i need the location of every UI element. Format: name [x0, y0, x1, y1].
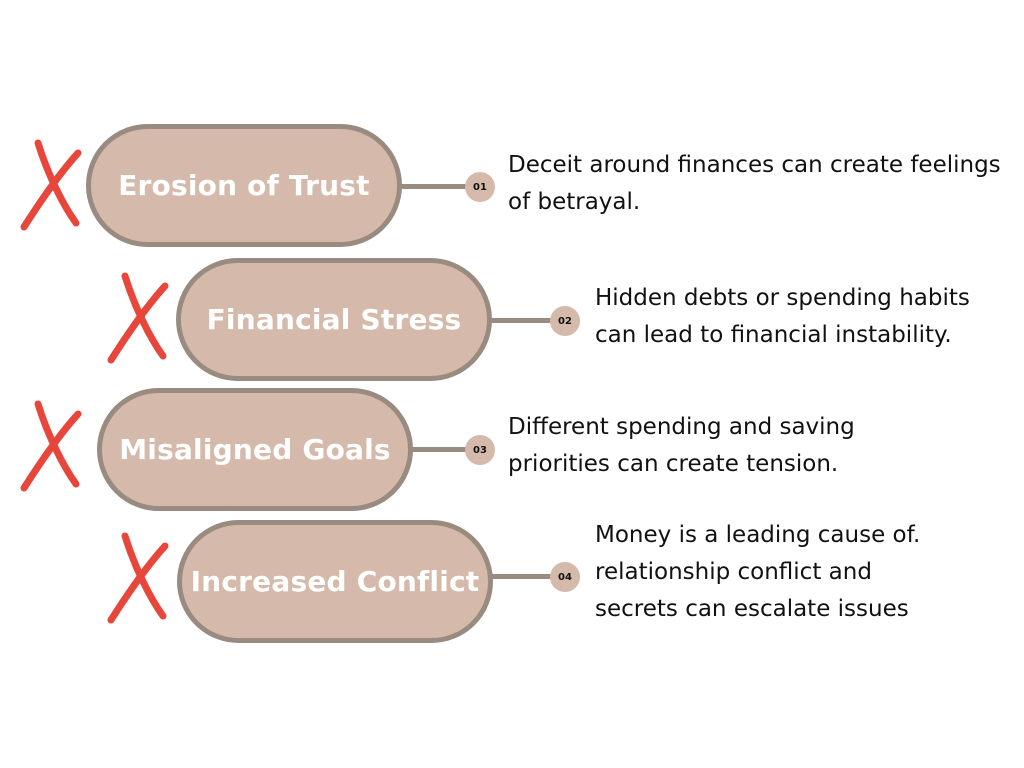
description-line: Different spending and saving	[508, 414, 855, 440]
connector-line	[489, 318, 553, 323]
connector-line	[489, 574, 553, 579]
number-badge: 03	[465, 435, 495, 465]
description: Deceit around finances can create feelin…	[508, 147, 1001, 221]
description-line: secrets can escalate issues	[595, 596, 909, 622]
number-badge: 04	[550, 562, 580, 592]
description-line: can lead to financial instability.	[595, 322, 952, 348]
badge-number: 04	[558, 571, 572, 583]
description-line: Money is a leading cause of.	[595, 522, 921, 548]
description-line: relationship conflict and	[595, 559, 872, 585]
x-mark-icon	[20, 139, 82, 231]
description: Money is a leading cause of. relationshi…	[595, 517, 920, 628]
x-mark-icon	[20, 400, 82, 492]
x-mark-icon	[107, 532, 169, 624]
description: Different spending and saving priorities…	[508, 409, 855, 483]
badge-number: 02	[558, 315, 572, 327]
description-line: of betrayal.	[508, 189, 641, 215]
description-line: Deceit around finances can create feelin…	[508, 152, 1001, 178]
description-line: priorities can create tension.	[508, 451, 839, 477]
pill-financial-stress: Financial Stress	[176, 258, 492, 381]
pill-label: Misaligned Goals	[119, 433, 391, 466]
number-badge: 02	[550, 306, 580, 336]
pill-misaligned-goals: Misaligned Goals	[97, 388, 413, 511]
description-line: Hidden debts or spending habits	[595, 285, 970, 311]
badge-number: 01	[473, 181, 487, 193]
description: Hidden debts or spending habits can lead…	[595, 280, 970, 354]
connector-line	[400, 184, 468, 189]
pill-increased-conflict: Increased Conflict	[177, 520, 493, 643]
badge-number: 03	[473, 444, 487, 456]
pill-erosion-of-trust: Erosion of Trust	[86, 124, 402, 247]
number-badge: 01	[465, 172, 495, 202]
pill-label: Financial Stress	[206, 303, 462, 336]
connector-line	[410, 447, 468, 452]
pill-label: Erosion of Trust	[118, 169, 370, 202]
pill-label: Increased Conflict	[190, 565, 480, 598]
x-mark-icon	[107, 272, 169, 364]
